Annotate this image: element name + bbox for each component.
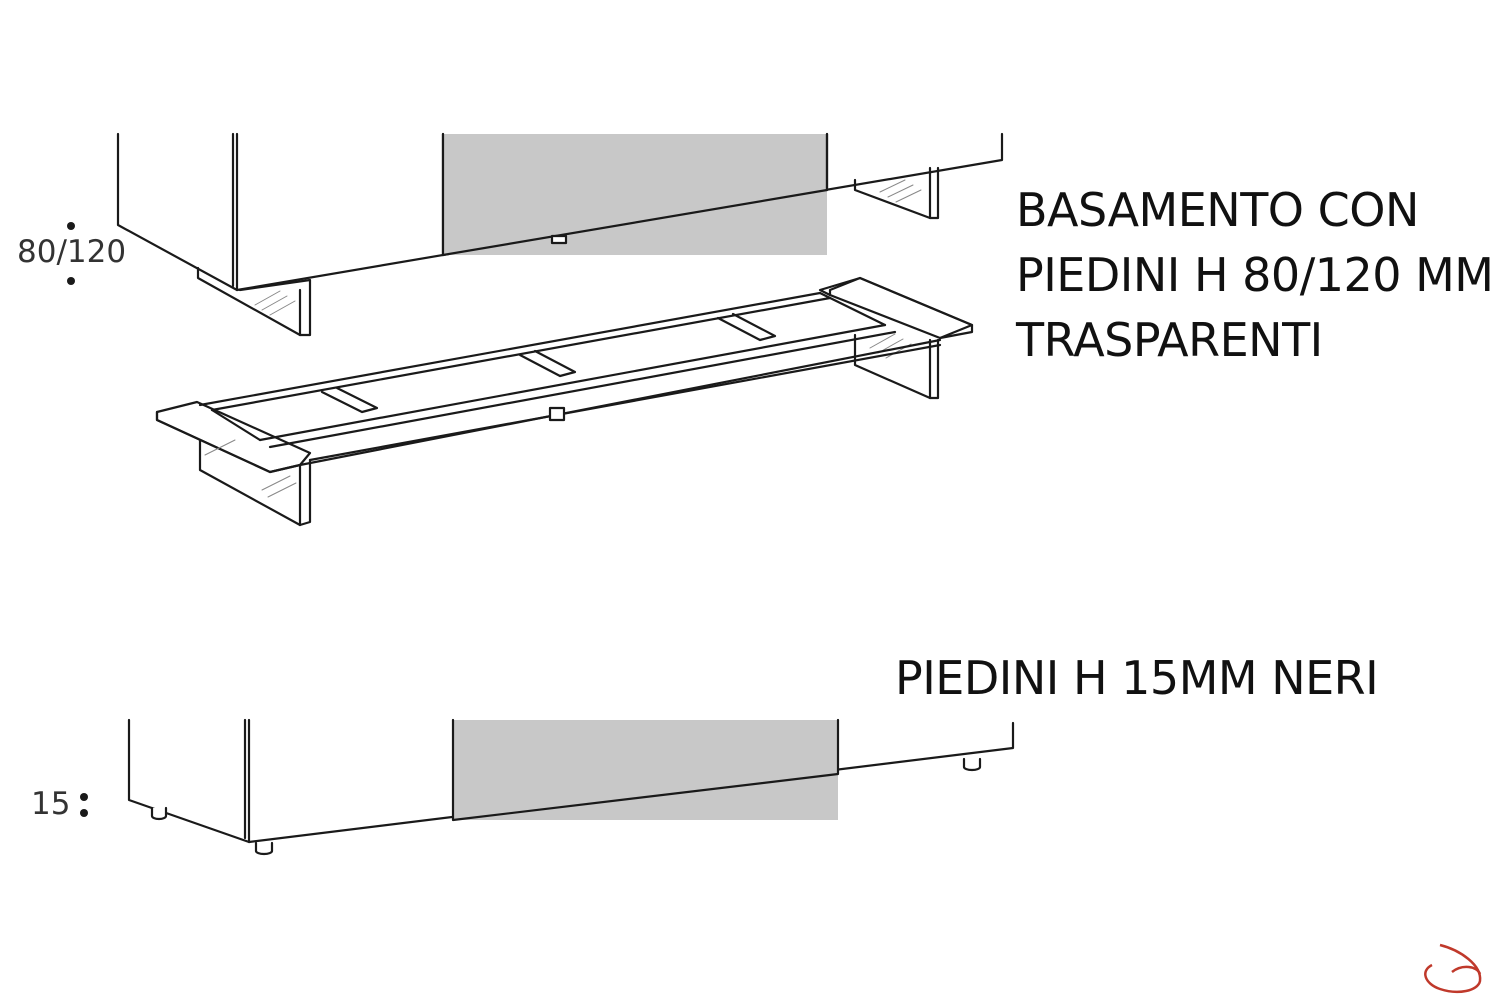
dimension-label-bottom: 15 bbox=[31, 786, 71, 822]
caption-basamento: BASAMENTO CON PIEDINI H 80/120 MM TRASPA… bbox=[1016, 178, 1494, 373]
caption-piedini: PIEDINI H 15MM NERI bbox=[895, 651, 1379, 705]
brand-logo-icon bbox=[1424, 943, 1482, 993]
dimension-markers bbox=[67, 222, 88, 817]
caption-line: PIEDINI H 80/120 MM bbox=[1016, 248, 1494, 302]
bottom-gray-door-panel bbox=[453, 720, 838, 820]
caption-line: TRASPARENTI bbox=[1016, 313, 1323, 367]
top-gray-door-panel bbox=[443, 134, 827, 255]
top-cabinet bbox=[116, 132, 1004, 292]
top-cabinet-feet bbox=[196, 166, 940, 337]
bottom-cabinet bbox=[127, 718, 1015, 856]
dimension-label-top: 80/120 bbox=[17, 234, 127, 270]
base-frame bbox=[155, 276, 974, 527]
caption-line: BASAMENTO CON bbox=[1016, 183, 1419, 237]
